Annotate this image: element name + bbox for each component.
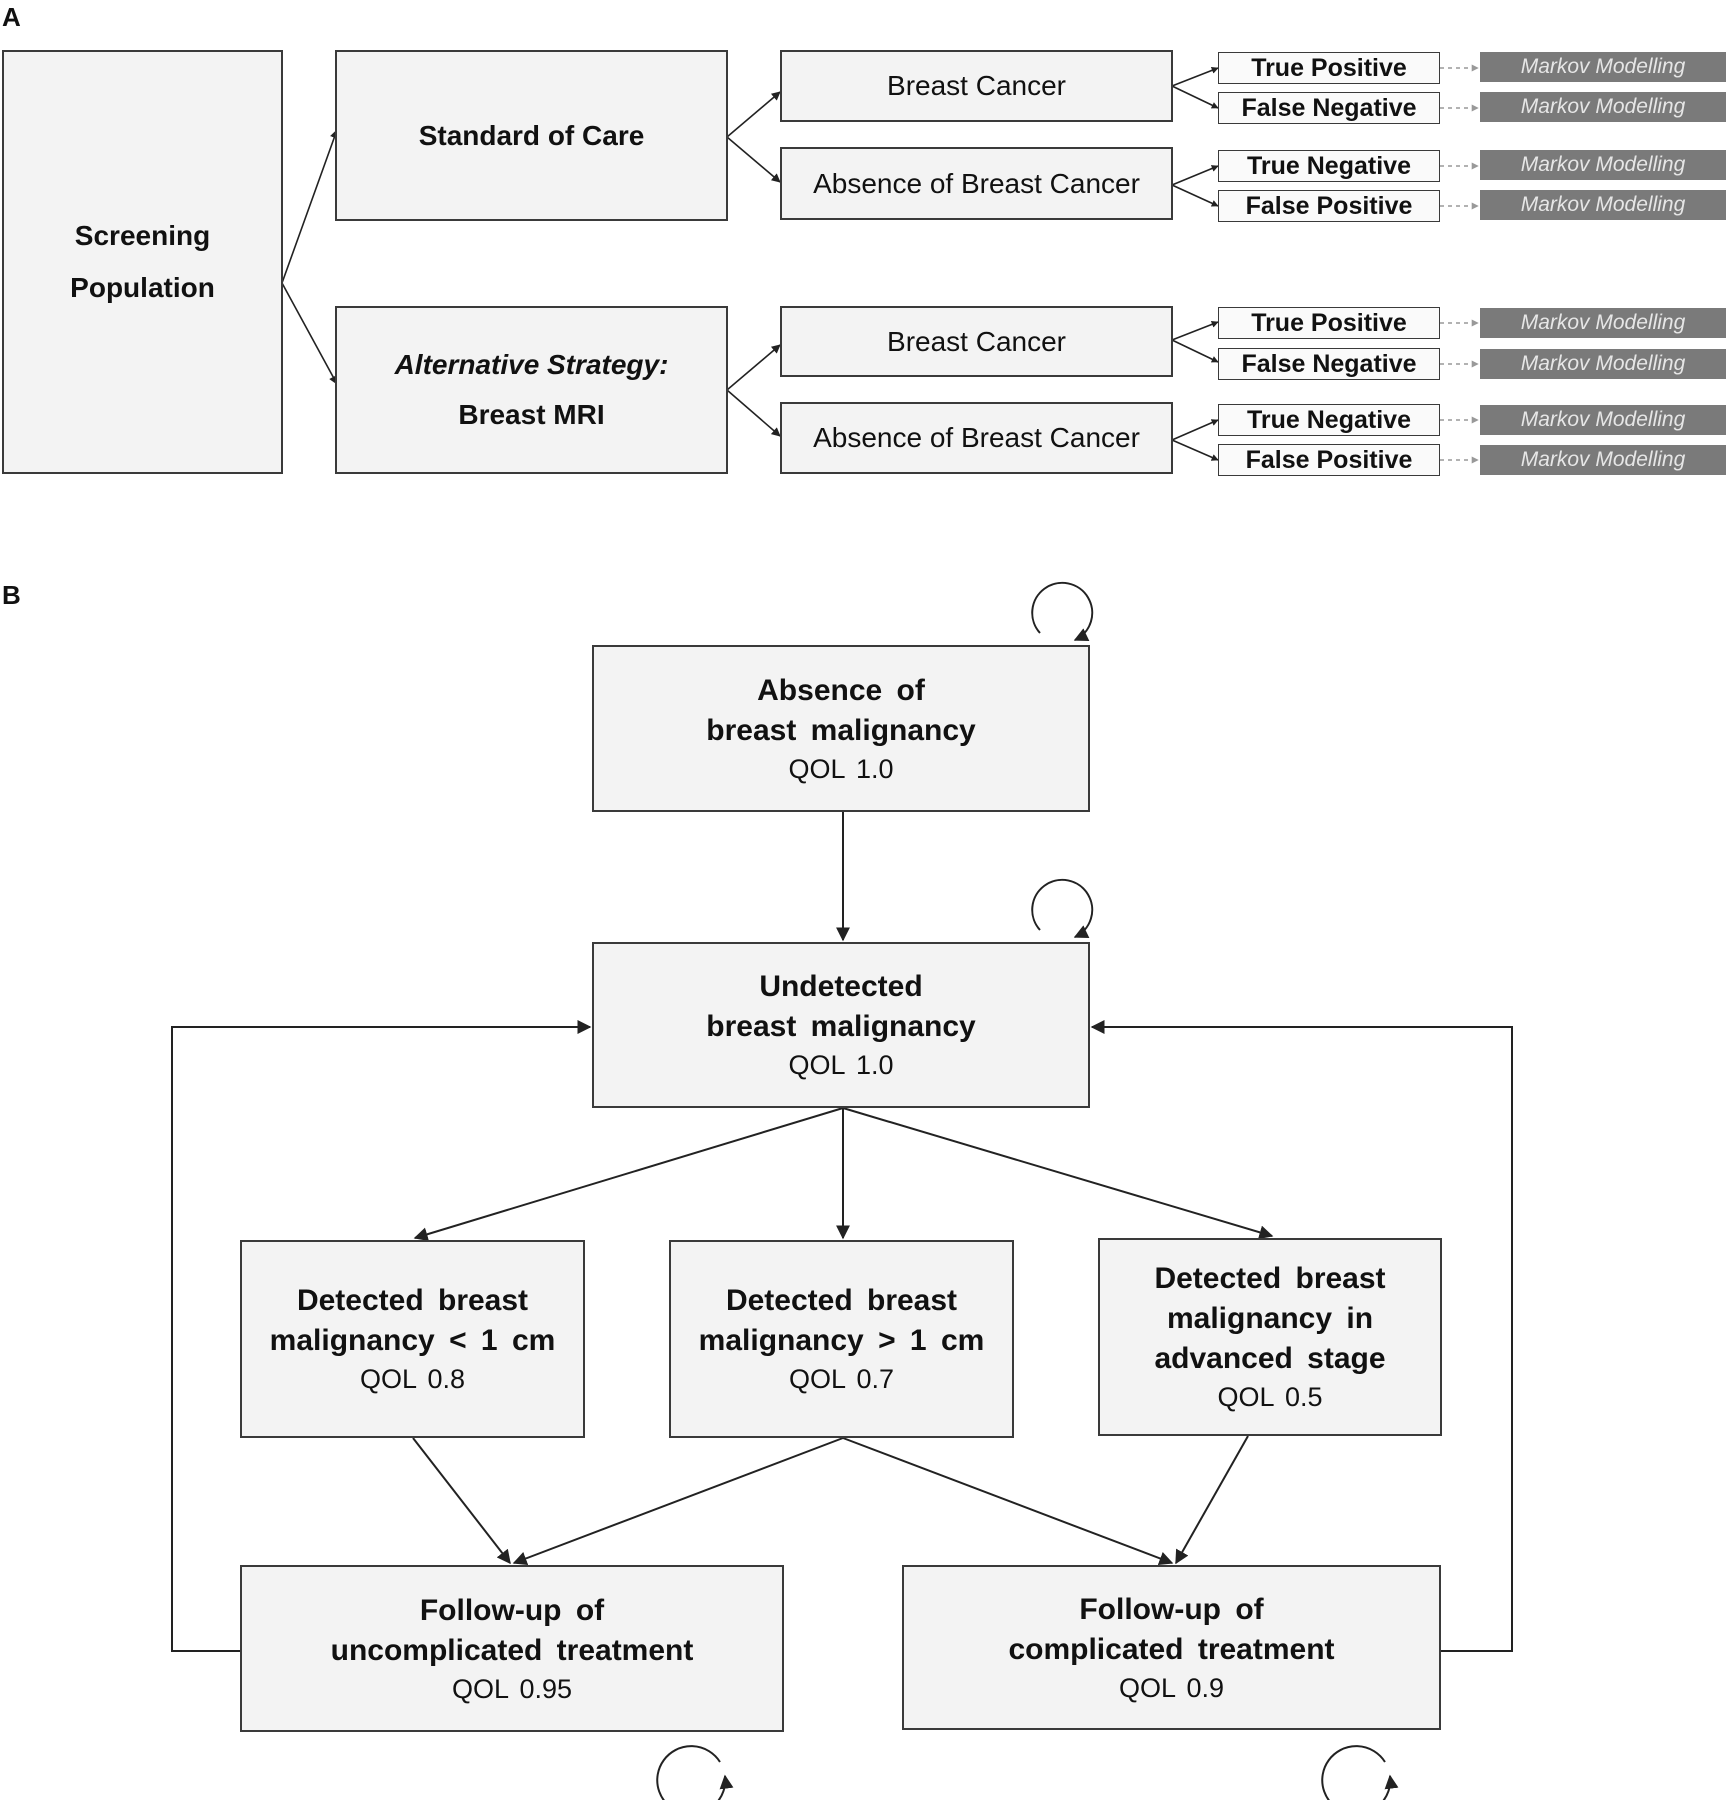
markov-modelling-tag: Markov Modelling <box>1480 445 1726 475</box>
state-title-line-2: complicated treatment <box>1008 1632 1335 1666</box>
state-title-line-2: breast malignancy <box>706 1010 976 1043</box>
state-followup-uncomplicated: Follow-up of uncomplicated treatment QOL… <box>240 1565 784 1732</box>
screening-population-box: Screening Population <box>2 50 283 474</box>
diagnosis-box-2: Absence of Breast Cancer <box>780 147 1173 220</box>
markov-modelling-tag: Markov Modelling <box>1480 308 1726 338</box>
state-title-line-1: Absence of <box>757 673 925 707</box>
markov-modelling-tag: Markov Modelling <box>1480 349 1726 379</box>
diagnosis-label: Breast Cancer <box>887 70 1066 101</box>
result-label: False Positive <box>1245 191 1413 220</box>
result-label: True Positive <box>1251 308 1407 337</box>
result-box-2: False Negative <box>1218 92 1440 124</box>
result-label: True Positive <box>1251 53 1407 82</box>
state-detected-large: Detected breast malignancy > 1 cm QOL 0.… <box>669 1240 1014 1438</box>
standard-of-care-box: Standard of Care <box>335 50 728 221</box>
state-title-line-2: uncomplicated treatment <box>330 1633 694 1667</box>
state-title-line-1: Follow-up of <box>419 1593 605 1627</box>
markov-modelling-tag: Markov Modelling <box>1480 190 1726 220</box>
result-label: True Negative <box>1247 405 1411 434</box>
state-qol: QOL 0.9 <box>1118 1672 1225 1703</box>
state-title-line-3: advanced stage <box>1154 1342 1386 1375</box>
state-followup-complicated: Follow-up of complicated treatment QOL 0… <box>902 1565 1441 1730</box>
state-qol: QOL 0.8 <box>359 1364 466 1394</box>
markov-modelling-tag: Markov Modelling <box>1480 92 1726 122</box>
state-undetected-malignancy: Undetected breast malignancy QOL 1.0 <box>592 942 1090 1108</box>
state-title-line-1: Follow-up of <box>1079 1592 1264 1626</box>
state-title-line-1: Detected breast <box>725 1284 958 1317</box>
panel-a-label: A <box>2 2 21 32</box>
markov-modelling-tag: Markov Modelling <box>1480 52 1726 82</box>
population-line-2: Population <box>70 272 215 303</box>
population-line-1: Screening <box>74 220 211 251</box>
strategy-title: Breast MRI <box>458 399 605 430</box>
panel-b-arrows <box>171 581 1513 1800</box>
panel-b-label: B <box>2 580 21 610</box>
state-title-line-1: Detected breast <box>1154 1262 1386 1295</box>
panel-a-arrows <box>281 67 1219 461</box>
strategy-title: Standard of Care <box>418 119 645 151</box>
diagnosis-box-4: Absence of Breast Cancer <box>780 402 1173 474</box>
result-box-5: True Positive <box>1218 307 1440 339</box>
state-qol: QOL 0.7 <box>788 1364 895 1394</box>
result-box-4: False Positive <box>1218 190 1440 222</box>
alternative-strategy-box: Alternative Strategy: Breast MRI <box>335 306 728 474</box>
diagnosis-label: Breast Cancer <box>887 325 1066 357</box>
state-title-line-2: breast malignancy <box>706 713 976 747</box>
result-label: False Negative <box>1241 93 1417 122</box>
state-title-line-2: malignancy > 1 cm <box>698 1324 985 1357</box>
state-title-line-2: malignancy in <box>1166 1302 1374 1335</box>
diagnosis-box-3: Breast Cancer <box>780 306 1173 377</box>
result-box-1: True Positive <box>1218 52 1440 84</box>
markov-modelling-tag: Markov Modelling <box>1480 150 1726 180</box>
state-qol: QOL 1.0 <box>788 753 894 784</box>
result-box-8: False Positive <box>1218 444 1440 476</box>
result-box-6: False Negative <box>1218 348 1440 380</box>
state-qol: QOL 0.95 <box>451 1673 573 1704</box>
diagnosis-label: Absence of Breast Cancer <box>813 167 1140 199</box>
result-box-3: True Negative <box>1218 150 1440 182</box>
result-box-7: True Negative <box>1218 404 1440 436</box>
state-absence-of-malignancy: Absence of breast malignancy QOL 1.0 <box>592 645 1090 812</box>
result-label: False Negative <box>1241 349 1417 378</box>
state-title-line-1: Undetected <box>759 970 923 1003</box>
markov-modelling-tag: Markov Modelling <box>1480 405 1726 435</box>
state-detected-advanced: Detected breast malignancy in advanced s… <box>1098 1238 1442 1436</box>
state-qol: QOL 0.5 <box>1217 1382 1323 1412</box>
state-title-line-1: Detected breast <box>296 1284 529 1317</box>
strategy-italic-title: Alternative Strategy: <box>394 349 669 380</box>
diagnosis-label: Absence of Breast Cancer <box>813 422 1140 453</box>
result-label: True Negative <box>1247 151 1411 180</box>
result-label: False Positive <box>1245 445 1413 474</box>
state-detected-small: Detected breast malignancy < 1 cm QOL 0.… <box>240 1240 585 1438</box>
state-title-line-2: malignancy < 1 cm <box>269 1324 556 1357</box>
diagnosis-box-1: Breast Cancer <box>780 50 1173 122</box>
state-qol: QOL 1.0 <box>788 1050 894 1080</box>
panel-a-dashed-arrows <box>1440 64 1479 464</box>
